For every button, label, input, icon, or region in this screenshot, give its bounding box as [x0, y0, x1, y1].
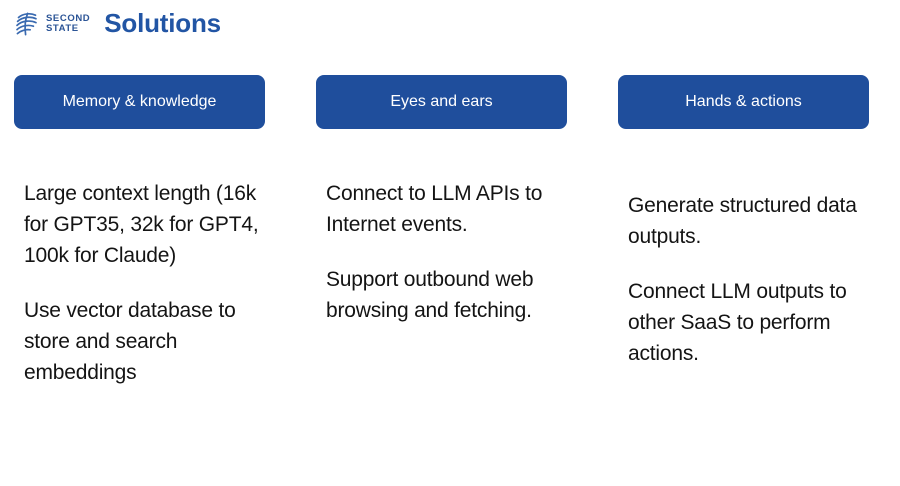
- column-header-row: Memory & knowledge Eyes and ears Hands &…: [14, 75, 888, 129]
- brand-line-1: SECOND: [46, 13, 91, 24]
- second-state-swoosh-icon: [14, 10, 40, 38]
- pill-hands-actions[interactable]: Hands & actions: [618, 75, 869, 129]
- pill-label: Eyes and ears: [390, 93, 493, 110]
- column-paragraph: Support outbound web browsing and fetchi…: [326, 268, 534, 322]
- column-memory-knowledge: Large context length (16k for GPT35, 32k…: [24, 178, 275, 388]
- column-paragraph: Use vector database to store and search …: [24, 299, 236, 384]
- column-paragraph: Connect to LLM APIs to Internet events.: [326, 182, 543, 236]
- column-paragraph: Connect LLM outputs to other SaaS to per…: [628, 280, 847, 365]
- pill-label: Memory & knowledge: [62, 93, 217, 110]
- brand-logo: SECOND STATE: [14, 10, 90, 38]
- pill-label: Hands & actions: [685, 93, 802, 110]
- brand-line-2: STATE: [46, 22, 79, 34]
- column-paragraph: Generate structured data outputs.: [628, 194, 857, 248]
- column-hands-actions: Generate structured data outputs. Connec…: [628, 178, 879, 388]
- column-paragraph: Large context length (16k for GPT35, 32k…: [24, 182, 259, 267]
- slide-header: SECOND STATE Solutions: [14, 8, 221, 39]
- pill-memory-knowledge[interactable]: Memory & knowledge: [14, 75, 265, 129]
- brand-wordmark: SECOND STATE: [46, 14, 90, 33]
- content-columns: Large context length (16k for GPT35, 32k…: [24, 178, 888, 388]
- page-title: Solutions: [104, 8, 221, 38]
- pill-eyes-and-ears[interactable]: Eyes and ears: [316, 75, 567, 129]
- column-eyes-and-ears: Connect to LLM APIs to Internet events. …: [326, 178, 577, 388]
